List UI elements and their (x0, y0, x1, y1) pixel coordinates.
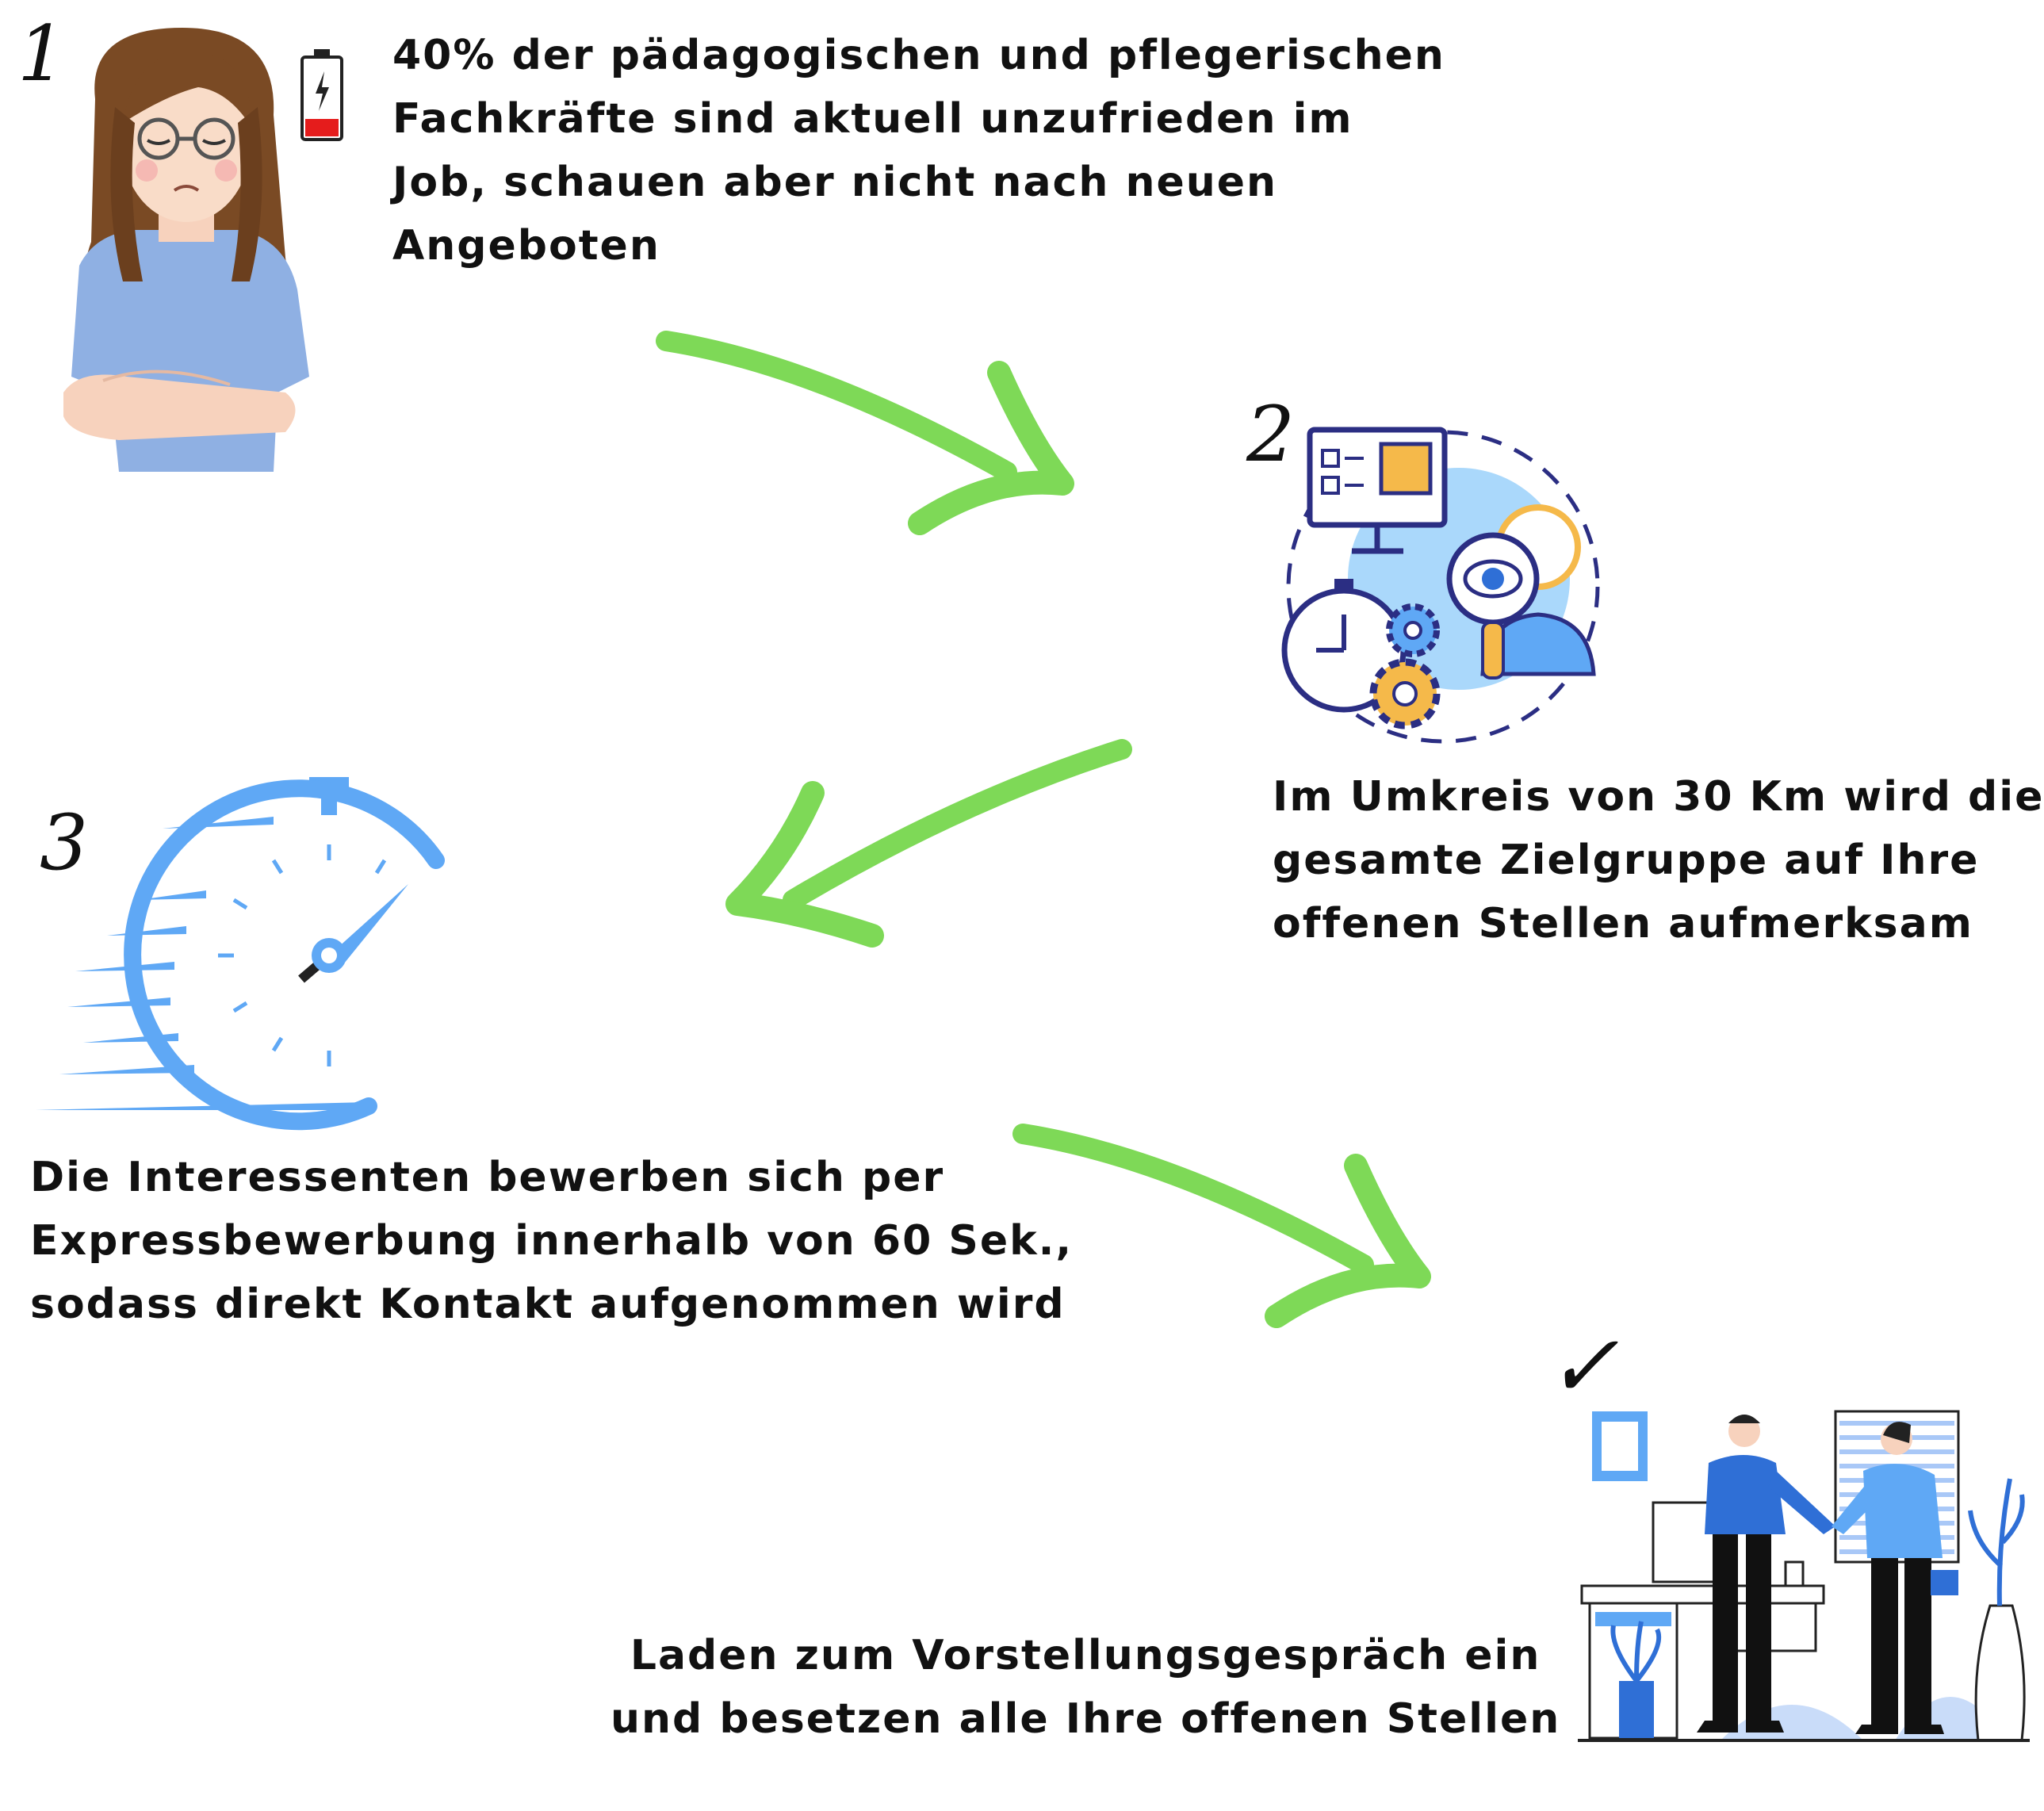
step-4-text: Laden zum Vorstellungsgespräch ein und b… (611, 1624, 1560, 1751)
step-2-line-2: gesamte Zielgruppe auf Ihre (1273, 837, 1980, 884)
checkmark-icon: ✓ (1546, 1315, 1620, 1417)
step-2-line-3: offenen Stellen aufmerksam (1273, 900, 1973, 948)
step-4-line-2: und besetzen alle Ihre offenen Stellen (611, 1695, 1561, 1743)
arrow-3-to-4 (1012, 1118, 1431, 1332)
step-1-text: 40% der pädagogischen und pflegerischen … (392, 24, 1445, 278)
step-3-number: 3 (40, 798, 89, 887)
step-1-line-3: Job, schauen aber nicht nach neuen (392, 159, 1278, 206)
step-1-line-4: Angeboten (392, 222, 660, 270)
step-3-line-3: sodass direkt Kontakt aufgenommen wird (30, 1281, 1066, 1328)
low-battery-icon (300, 48, 344, 143)
step-2-text: Im Umkreis von 30 Km wird die gesamte Zi… (1273, 765, 2044, 955)
handshake-interview-icon (1578, 1407, 2030, 1748)
targeting-search-icon (1277, 420, 1610, 745)
step-1-number: 1 (17, 10, 67, 98)
step-3-line-1: Die Interessenten bewerben sich per (30, 1154, 945, 1201)
step-1-line-2: Fachkräfte sind aktuell unzufrieden im (392, 95, 1353, 143)
step-3-line-2: Expressbewerbung innerhalb von 60 Sek., (30, 1217, 1074, 1265)
step-2-number: 2 (1246, 390, 1296, 479)
step-4-line-1: Laden zum Vorstellungsgespräch ein (630, 1632, 1541, 1679)
fast-stopwatch-icon (36, 773, 448, 1131)
step-3-text: Die Interessenten bewerben sich per Expr… (30, 1146, 1073, 1336)
step-1-line-1: 40% der pädagogischen und pflegerischen (392, 32, 1445, 79)
step-2-line-1: Im Umkreis von 30 Km wird die (1273, 773, 2044, 821)
arrow-1-to-2 (656, 325, 1074, 539)
arrow-2-to-3 (722, 737, 1134, 951)
unhappy-woman-icon (48, 20, 325, 480)
